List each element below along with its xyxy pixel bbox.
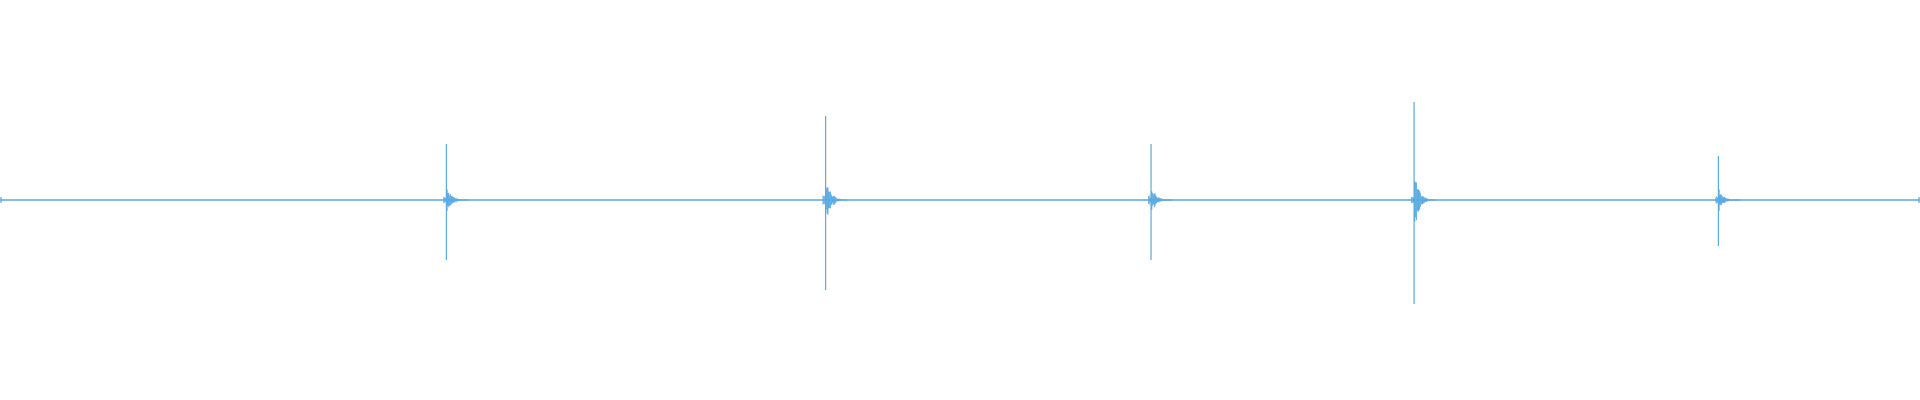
waveform-transient	[1410, 102, 1436, 304]
waveform-transient	[443, 144, 468, 260]
waveform-transient	[822, 116, 847, 290]
waveform-transient	[1715, 156, 1740, 246]
waveform-layer	[0, 102, 1920, 304]
waveform-transient	[1147, 144, 1173, 260]
